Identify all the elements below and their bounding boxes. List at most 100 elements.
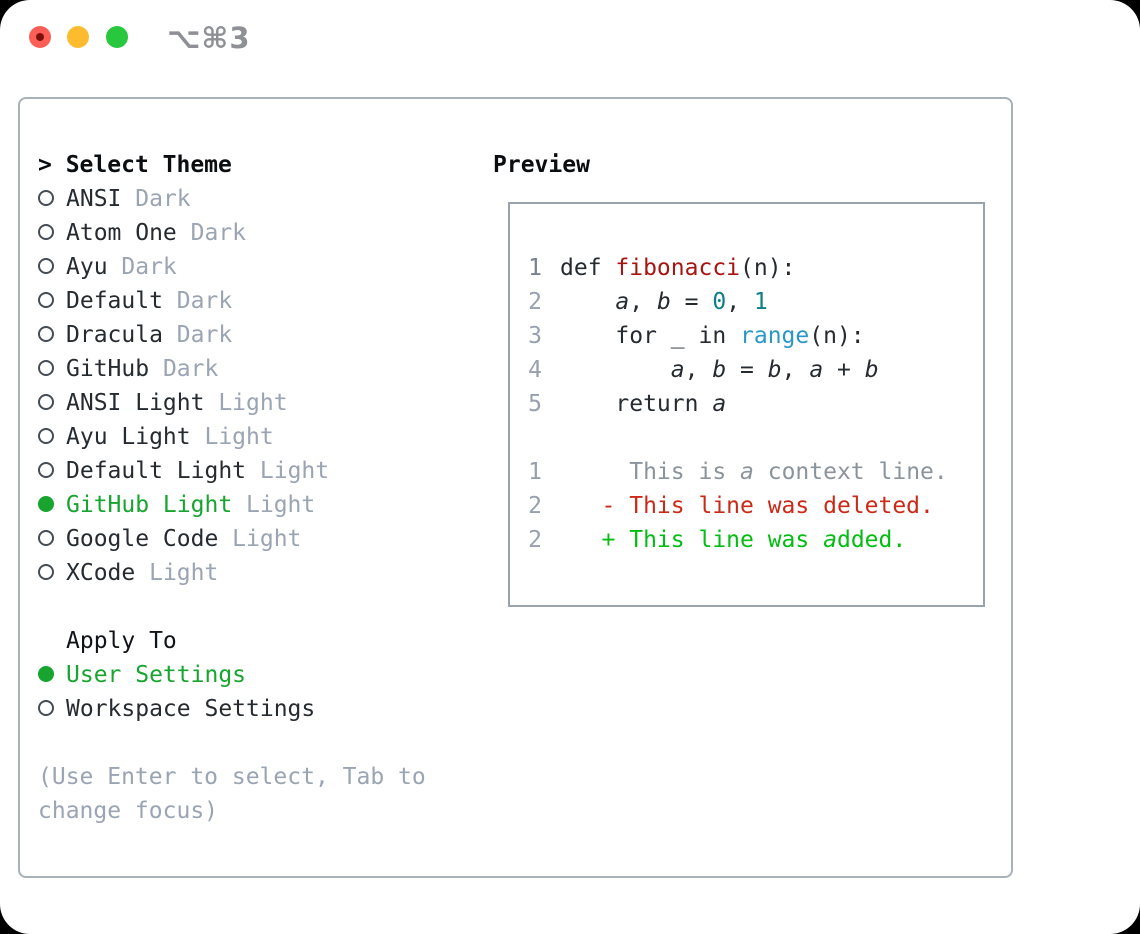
code-line: 2 a, b = 0, 1 — [528, 285, 983, 319]
theme-option[interactable]: Ayu Dark — [38, 250, 426, 284]
option-label: User Settings — [66, 662, 247, 688]
code-segment: a — [670, 357, 685, 383]
code-segment: - This line was deleted. — [560, 493, 934, 519]
select-theme-header: > Select Theme — [38, 148, 426, 182]
option-variant-label: Light — [218, 390, 288, 416]
apply-to-header: Apply To — [66, 628, 177, 654]
code-segment: b — [864, 357, 879, 383]
line-number: 4 — [528, 357, 542, 383]
option-variant-label: Light — [204, 424, 274, 450]
code-segment: b — [656, 289, 671, 315]
radio-icon — [38, 427, 54, 444]
code-segment: 1 — [753, 289, 768, 315]
line-number: 2 — [528, 289, 542, 315]
option-label: ANSI — [66, 186, 136, 212]
minimize-button[interactable] — [67, 26, 89, 48]
code-segment: , — [781, 357, 810, 383]
option-variant-label: Dark — [176, 288, 233, 314]
option-variant-label: Dark — [121, 254, 177, 280]
radio-icon — [38, 189, 54, 206]
option-label: Atom One — [66, 220, 191, 246]
theme-option[interactable]: ANSI Dark — [38, 182, 426, 216]
code-segment: dded. — [836, 527, 907, 553]
option-variant-label: Light — [149, 560, 219, 586]
option-variant-label: Light — [259, 458, 330, 484]
code-segment: a — [740, 459, 754, 485]
radio-icon — [38, 563, 54, 580]
hint-line-2: change focus) — [38, 798, 219, 824]
radio-icon — [38, 257, 54, 274]
window-shortcut-label: ⌥⌘3 — [167, 21, 251, 55]
code-segment: b — [767, 357, 782, 383]
code-line: 1 def fibonacci(n): — [528, 251, 983, 285]
radio-icon — [38, 529, 54, 546]
spacer — [528, 421, 983, 455]
theme-option[interactable]: ANSI Light Light — [38, 386, 426, 420]
radio-icon — [38, 699, 54, 716]
theme-option[interactable]: Google Code Light — [38, 522, 426, 556]
close-dot-icon — [36, 33, 44, 41]
line-number: 5 — [528, 391, 542, 417]
code-segment: b — [712, 357, 727, 383]
option-variant-label: Dark — [135, 186, 191, 212]
radio-icon — [38, 393, 54, 410]
code-line: 4 a, b = b, a + b — [528, 353, 983, 387]
close-button[interactable] — [29, 26, 51, 48]
keyboard-hint: (Use Enter to select, Tab to change focu… — [38, 760, 426, 828]
code-segment: , — [726, 289, 754, 315]
spacer — [38, 726, 426, 760]
code-segment: def — [560, 255, 616, 281]
theme-option[interactable]: GitHub Light Light — [38, 488, 426, 522]
theme-option[interactable]: XCode Light — [38, 556, 426, 590]
radio-selected-icon — [38, 665, 54, 682]
radio-icon — [38, 325, 54, 342]
option-label: Google Code — [66, 526, 233, 552]
line-number: 2 — [528, 493, 542, 519]
hint-line-1: (Use Enter to select, Tab to — [38, 764, 426, 790]
code-segment: a — [809, 357, 824, 383]
code-segment: , — [684, 357, 713, 383]
option-label: ANSI Light — [66, 390, 219, 416]
apply-to-option[interactable]: Workspace Settings — [38, 692, 426, 726]
diff-line: 2 + This line was added. — [528, 523, 983, 557]
code-line: 5 return a — [528, 387, 983, 421]
apply-to-option[interactable]: User Settings — [38, 658, 426, 692]
diff-line: 2 - This line was deleted. — [528, 489, 983, 523]
code-segment: fibonacci — [615, 255, 741, 281]
radio-icon — [38, 461, 54, 478]
option-variant-label: Dark — [190, 220, 247, 246]
radio-icon — [38, 291, 54, 308]
theme-option[interactable]: Ayu Light Light — [38, 420, 426, 454]
code-segment: for _ in — [560, 323, 741, 349]
diff-line: 1 This is a context line. — [528, 455, 983, 489]
code-segment: a — [615, 289, 630, 315]
theme-option[interactable]: Default Dark — [38, 284, 426, 318]
prompt-caret: > — [38, 152, 66, 178]
code-line: 3 for _ in range(n): — [528, 319, 983, 353]
code-segment: This is — [560, 459, 741, 485]
code-segment: 0 — [712, 289, 727, 315]
theme-option[interactable]: Default Light Light — [38, 454, 426, 488]
zoom-button[interactable] — [106, 26, 128, 48]
theme-option[interactable]: Atom One Dark — [38, 216, 426, 250]
code-segment: + This line was — [560, 527, 824, 553]
code-segment: return — [560, 391, 713, 417]
code-segment: context line. — [753, 459, 948, 485]
option-variant-label: Dark — [162, 356, 219, 382]
code-segment: (n): — [809, 323, 865, 349]
option-label: Default — [66, 288, 177, 314]
theme-option[interactable]: GitHub Dark — [38, 352, 426, 386]
code-segment: = — [670, 289, 713, 315]
theme-option[interactable]: Dracula Dark — [38, 318, 426, 352]
option-label: GitHub Light — [66, 492, 247, 518]
code-segment: a — [823, 527, 837, 553]
code-segment: (n): — [740, 255, 796, 281]
code-segment: a — [712, 391, 727, 417]
line-number: 1 — [528, 255, 542, 281]
option-label: Ayu Light — [66, 424, 205, 450]
